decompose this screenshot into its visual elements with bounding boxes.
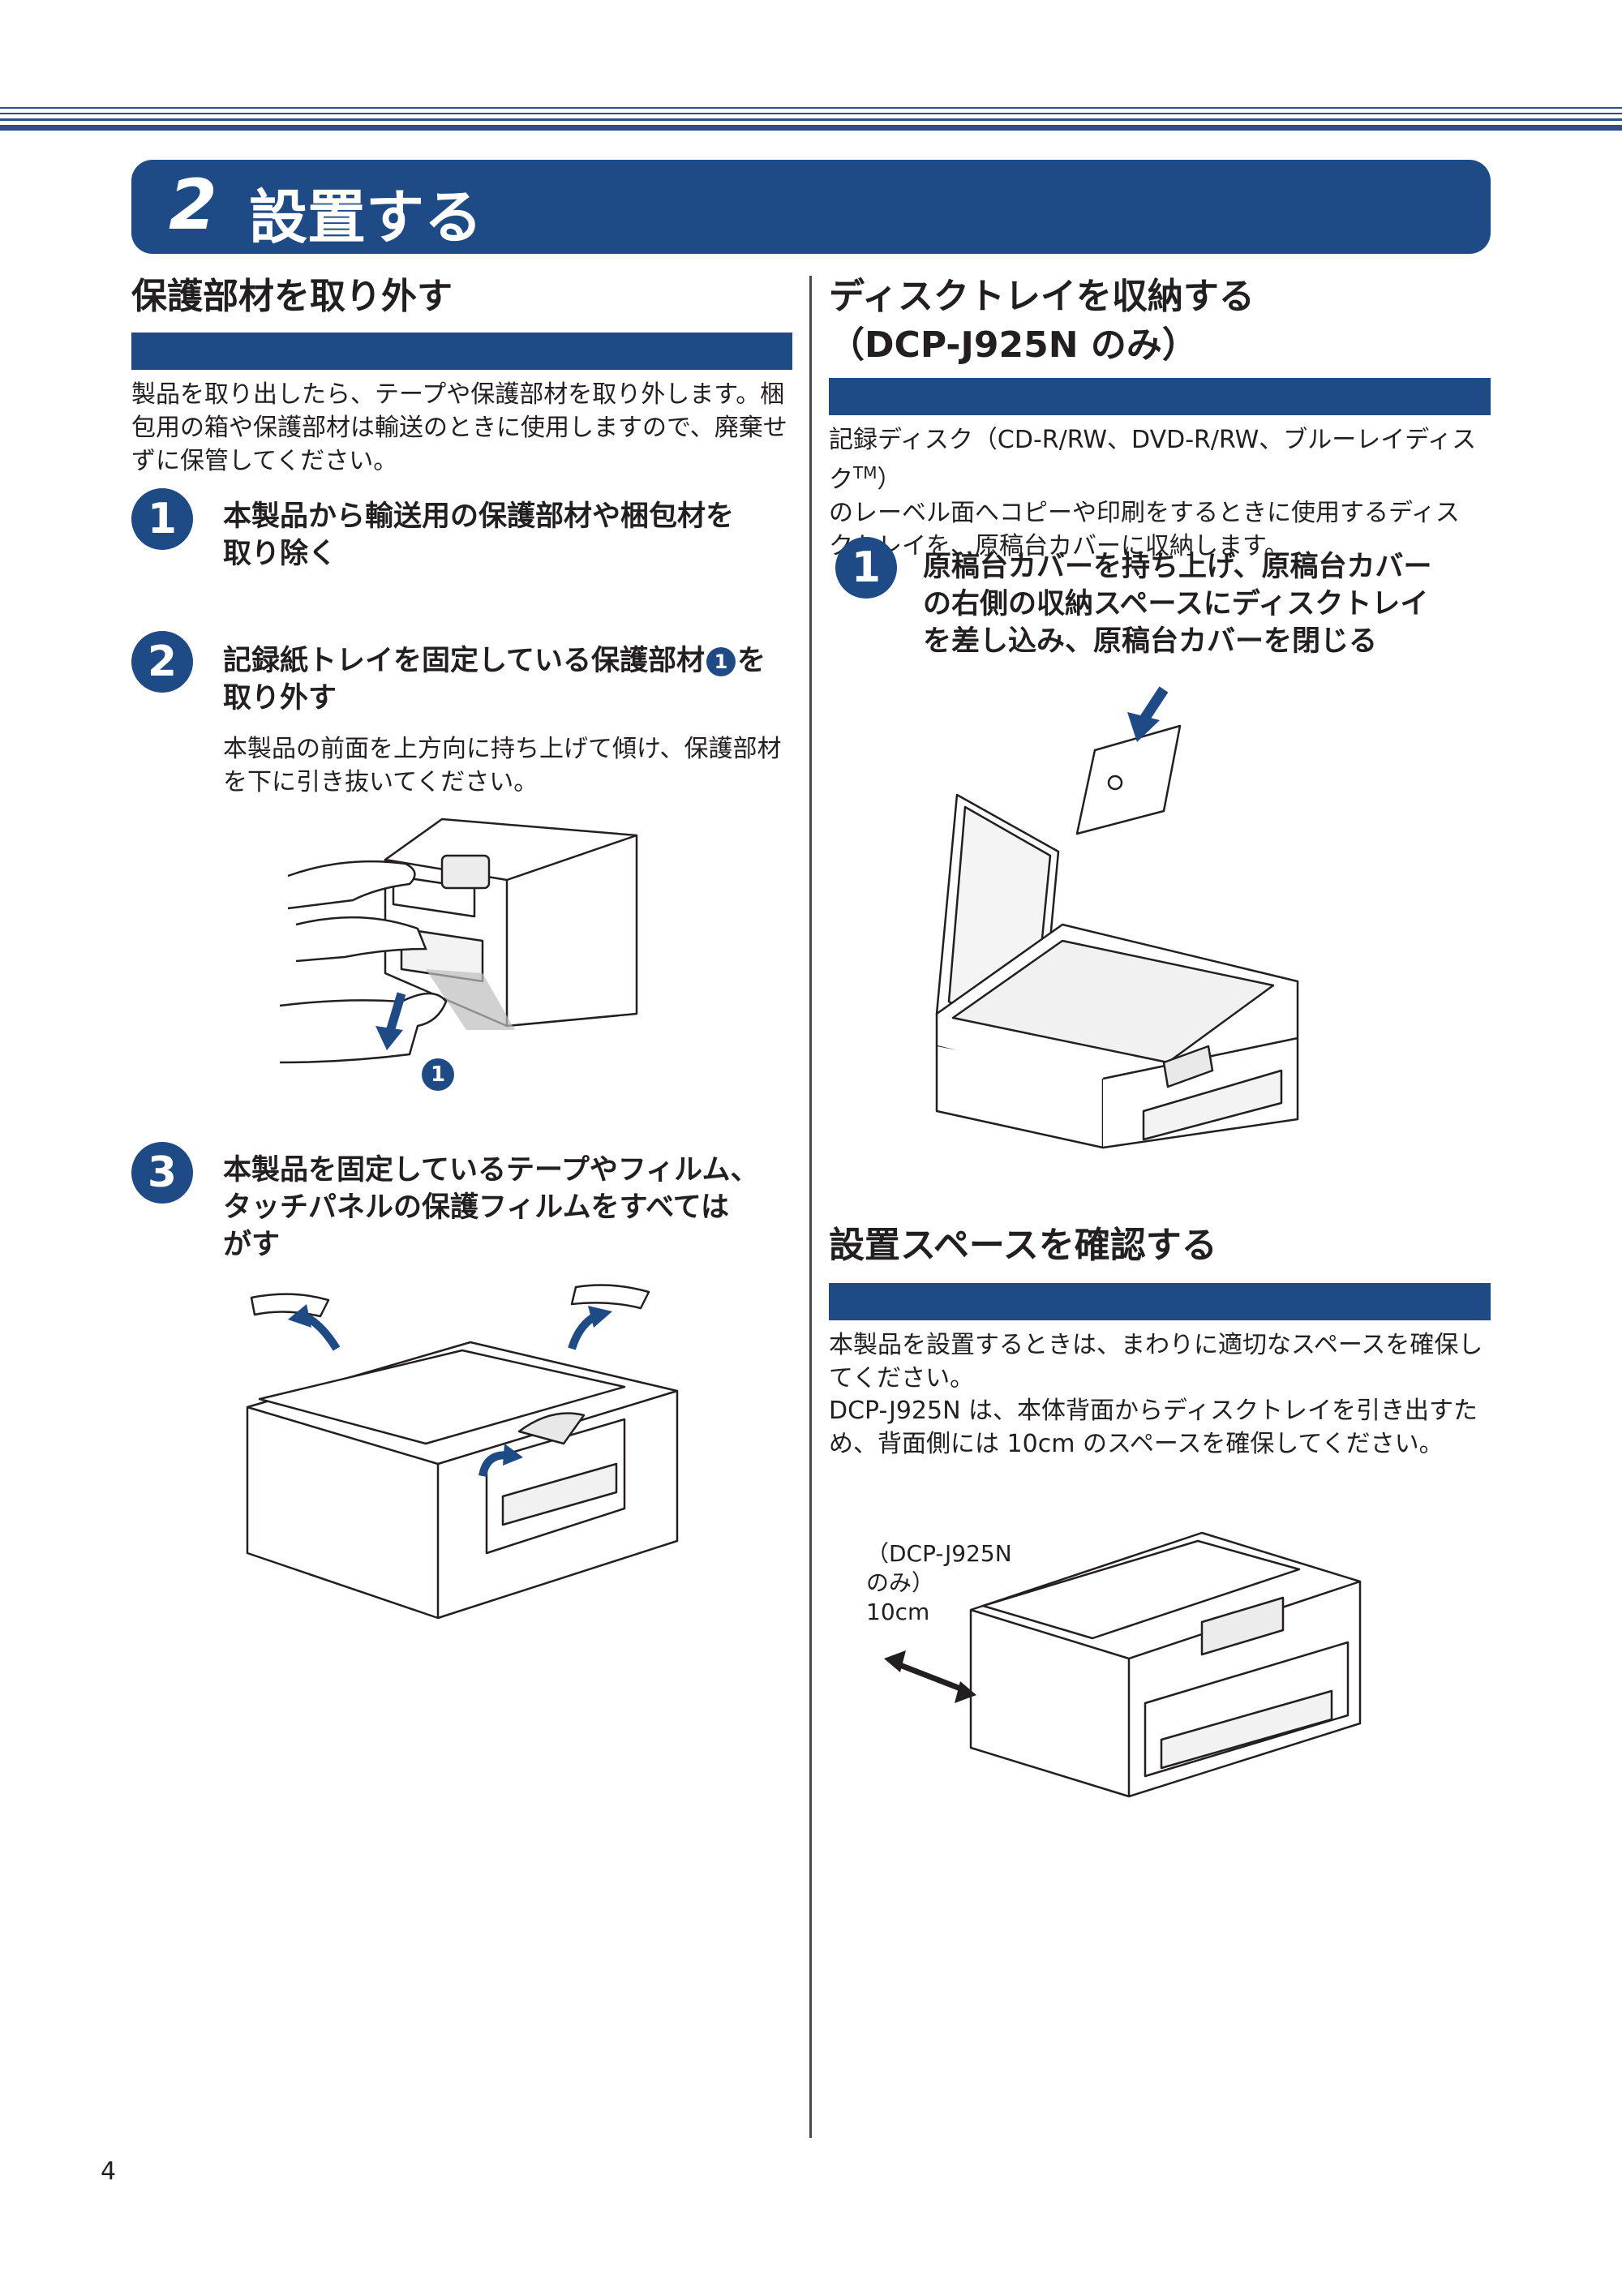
step-3-text: 本製品を固定しているテープやフィルム、 タッチパネルの保護フィルムをすべては が… xyxy=(223,1154,759,1261)
step-2-detail: 本製品の前面を上方向に持ち上げて傾け、保護部材 を下に引き抜いてください。 xyxy=(223,735,782,796)
disc-section-bar xyxy=(829,378,1491,415)
step-2-badge: 2 xyxy=(131,631,193,693)
step-2-ref-marker: 1 xyxy=(706,647,736,676)
install-space-illustration xyxy=(884,1531,1362,1798)
space-section-title: 設置スペースを確認する xyxy=(829,1225,1217,1266)
disc-step-1-text: 原稿台カバーを持ち上げ、原稿台カバー の右側の収納スペースにディスクトレイ を差… xyxy=(923,551,1432,658)
step-1-text: 本製品から輸送用の保護部材や梱包材を 取り除く xyxy=(223,500,735,570)
left-section-bar xyxy=(131,333,792,370)
chapter-title: 設置する xyxy=(249,183,483,251)
page-number: 4 xyxy=(101,2157,117,2186)
disc-step-1-badge: 1 xyxy=(835,537,897,599)
step-1-badge: 1 xyxy=(131,488,193,550)
chapter-banner: 2 設置する xyxy=(131,160,1491,254)
column-divider xyxy=(809,276,812,2138)
space-para-1: 本製品を設置するときは、まわりに適切なスペースを確保し てください。 xyxy=(829,1331,1483,1393)
disc-section-title: ディスクトレイを収納する （DCP-J925N のみ） xyxy=(829,276,1255,366)
left-intro: 製品を取り出したら、テープや保護部材を取り外します。梱 包用の箱や保護部材は輸送… xyxy=(131,380,787,475)
illustration-callout-1: 1 xyxy=(422,1058,454,1091)
step-3-badge: 3 xyxy=(131,1142,193,1204)
space-section-bar xyxy=(829,1283,1491,1320)
space-para-2: DCP-J925N は、本体背面からディスクトレイを引き出すた め、背面側には … xyxy=(829,1397,1478,1458)
left-section-title: 保護部材を取り外す xyxy=(131,276,453,317)
remove-tape-illustration xyxy=(246,1284,679,1620)
disc-tray-illustration xyxy=(935,686,1299,1149)
chapter-number: 2 xyxy=(169,165,217,246)
remove-protector-illustration xyxy=(279,818,638,1064)
disc-intro: 記録ディスク（CD-R/RW、DVD-R/RW、ブルーレイディスクTM） のレー… xyxy=(829,426,1477,560)
space-figure-label: （DCP-J925N のみ） 10cm xyxy=(866,1540,1012,1625)
